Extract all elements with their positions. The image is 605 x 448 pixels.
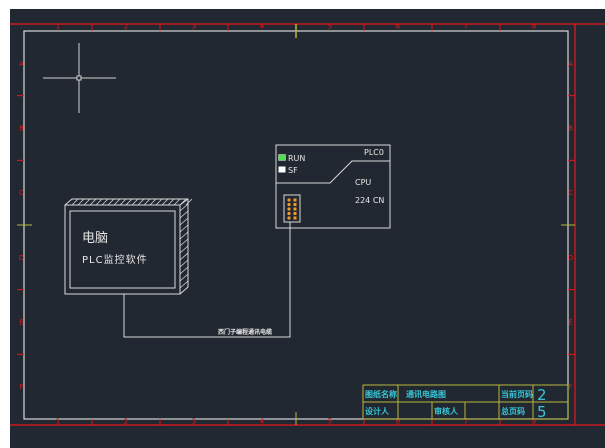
ruler-row-right-F: F	[568, 383, 572, 391]
ruler-row-right-B: B	[568, 125, 573, 133]
ruler-column-top-6: 6	[396, 23, 401, 31]
plc-sf-label: SF	[288, 166, 298, 175]
ruler-row-right-E: E	[568, 319, 572, 327]
port-pin	[287, 216, 291, 220]
total-pages-value: 5	[537, 403, 547, 421]
ruler-column-top-3: 3	[192, 23, 196, 31]
port-pin	[287, 207, 291, 211]
ruler-column-bottom-1: 1	[56, 418, 60, 426]
ruler-column-bottom-3: 3	[192, 418, 196, 426]
total-pages-label: 总页码	[501, 406, 525, 416]
ruler-row-left-D: D	[19, 254, 24, 262]
current-page-label: 当前页码	[501, 389, 533, 399]
ruler-column-bottom-6: 6	[396, 418, 401, 426]
port-pin	[293, 216, 297, 220]
plc-name: PLC0	[364, 148, 384, 157]
ruler-row-left-A: A	[19, 60, 24, 68]
title-block	[362, 384, 569, 420]
plc-model: 224 CN	[355, 196, 384, 205]
ruler-column-bottom-8: 8	[532, 418, 536, 426]
port-pin	[293, 198, 297, 202]
current-page-value: 2	[537, 386, 547, 404]
plc-run-label: RUN	[288, 154, 305, 163]
port-pin	[287, 211, 291, 216]
ruler-column-top-8: 8	[532, 23, 536, 31]
port-pin	[293, 207, 297, 211]
computer-title: 电脑	[82, 231, 108, 246]
drawing-name-value: 通讯电路图	[406, 389, 446, 399]
port-pin	[293, 212, 297, 215]
ruler-column-top-7: 7	[464, 23, 468, 31]
comm-port-icon	[287, 198, 297, 220]
plc-block[interactable]	[275, 144, 391, 229]
plc-cpu-label: CPU	[355, 178, 371, 187]
run-led-icon	[278, 154, 286, 161]
port-pin	[287, 202, 291, 207]
sf-led-icon	[278, 166, 286, 173]
designer-label: 设计人	[365, 406, 390, 416]
ruler-row-right-C: C	[568, 189, 573, 197]
ruler-row-left-F: F	[19, 383, 23, 391]
ruler-row-right-D: D	[568, 254, 573, 262]
crosshair-cursor-icon	[43, 43, 116, 113]
ruler-row-left-C: C	[19, 189, 24, 197]
ruler-column-top-5: 5	[328, 23, 332, 31]
port-pin	[293, 203, 297, 206]
reviewer-label: 审核人	[434, 406, 459, 416]
ruler-column-top-2: 2	[124, 23, 128, 31]
ruler-row-left-E: E	[19, 319, 23, 327]
ruler-row-left-B: B	[19, 125, 24, 133]
cable-label: 西门子编程通讯电缆	[218, 328, 272, 336]
drawing-name-label: 图纸名称	[365, 389, 397, 399]
ruler-column-top-4: 4	[260, 23, 265, 31]
port-pin	[287, 198, 291, 202]
ruler-column-bottom-2: 2	[124, 418, 128, 426]
comm-cable[interactable]	[123, 222, 291, 338]
computer-subtitle: PLC监控软件	[82, 253, 148, 266]
ruler-column-bottom-7: 7	[464, 418, 468, 426]
ruler-column-bottom-4: 4	[260, 418, 265, 426]
ruler-row-right-A: A	[568, 60, 573, 68]
ruler-column-top-1: 1	[56, 23, 60, 31]
computer-block[interactable]	[64, 198, 193, 295]
ruler-column-bottom-5: 5	[328, 418, 332, 426]
